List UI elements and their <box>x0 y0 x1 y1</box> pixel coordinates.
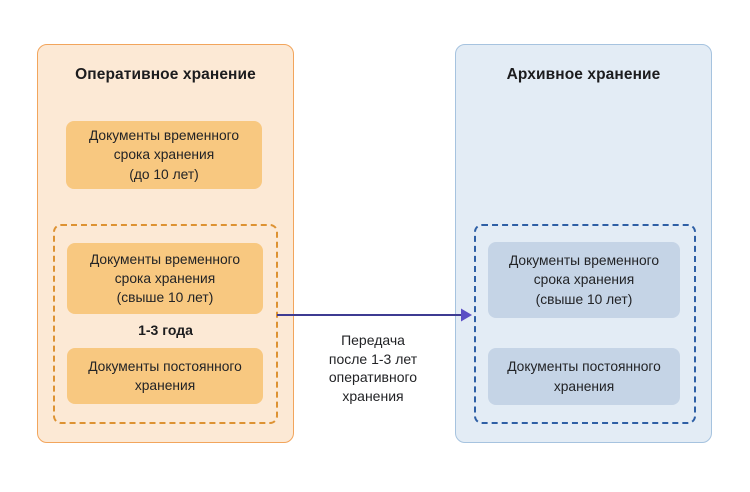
transfer-group-right: Документы временного срока хранения (свы… <box>474 224 696 424</box>
transfer-group-left: Документы временного срока хранения (свы… <box>53 224 278 424</box>
transfer-arrow-label: Передача после 1-3 лет оперативного хран… <box>328 332 418 404</box>
temp-docs-up-to-10y-box: Документы временного срока хранения (до … <box>66 121 262 189</box>
duration-label: 1-3 года <box>138 322 193 338</box>
permanent-docs-box-left: Документы постоянного хранения <box>67 348 263 404</box>
temp-docs-over-10y-box-left: Документы временного срока хранения (свы… <box>67 243 263 314</box>
operational-storage-title: Оперативное хранение <box>75 66 256 83</box>
permanent-docs-box-right: Документы постоянного хранения <box>488 348 680 405</box>
temp-docs-over-10y-box-right: Документы временного срока хранения (свы… <box>488 242 680 318</box>
archive-storage-container: Архивное хранение Документы временного с… <box>455 44 712 443</box>
operational-storage-container: Оперативное хранение Документы временног… <box>37 44 294 443</box>
archive-storage-title: Архивное хранение <box>506 66 661 83</box>
